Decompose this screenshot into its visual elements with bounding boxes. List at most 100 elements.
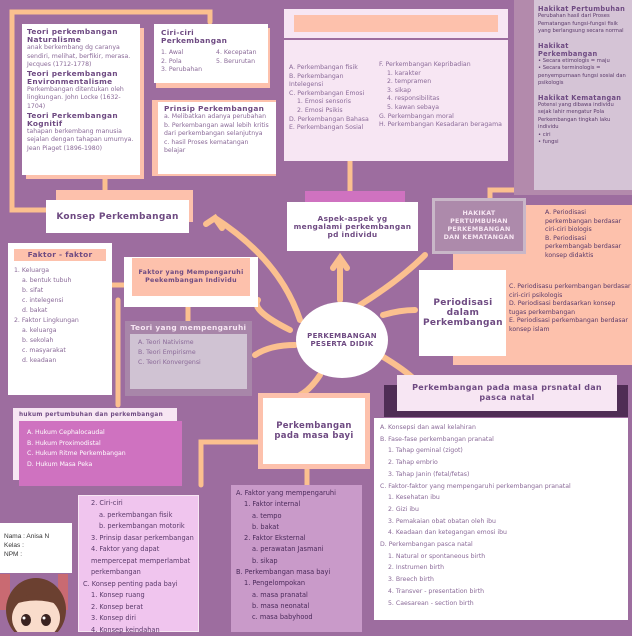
hakikat-section-title: Hakikat Kematangan (538, 94, 628, 102)
list-item: b. sekolah (14, 336, 106, 346)
list-item: 2. Emosi Psikis (289, 107, 379, 116)
list-item: 2. Pola (161, 58, 202, 67)
list-item: 2. Ciri-ciri (83, 498, 194, 510)
list-item: 1. Natural or spontaneous birth (380, 551, 622, 563)
list-item: 3. Breech birth (380, 574, 622, 586)
list-item: D. Hukum Masa Peka (27, 460, 174, 471)
list-item: B. Fase-fase perkembangan pranatal (380, 434, 622, 446)
list-item: a. Melibatkan adanya perubahan (164, 113, 270, 122)
prenatal-header: Perkembangan pada masa prsnatal dan pasc… (397, 375, 617, 411)
list-item: 2. Faktor Eksternal (236, 533, 357, 544)
girl-illustration (0, 574, 80, 632)
list-item: 1. Pengelompokan (236, 578, 357, 589)
list-item: 1. karakter (379, 70, 506, 79)
teori-mempengaruhi-box: Teori yang mempengaruhi A. Teori Nativis… (125, 321, 252, 396)
hakikat-text: Potensi yang dibawa individu sejak lahir… (538, 102, 628, 132)
hakikat-section-title: Hakikat Pertumbuhan (538, 5, 628, 13)
list-item: D. Periodisasi berdasarkan konsep tugas … (509, 300, 631, 317)
student-card: Nama : Anisa N Kelas : NPM : (0, 523, 72, 573)
student-npm: NPM : (4, 550, 68, 559)
list-item: a. perkembangan fisik (83, 510, 194, 522)
list-item: 1. Faktor internal (236, 499, 357, 510)
konsep-perkembangan-node: Konsep Perkembangan (46, 200, 189, 233)
konsep-title: Konsep Perkembangan (56, 213, 178, 221)
list-item: E. Periodisasi perkembangan berdasar kon… (509, 317, 631, 334)
list-item: 3. Prinsip dasar perkembangan (83, 533, 194, 545)
list-item: C. Teori Konvergensi (138, 358, 239, 368)
list-item: A. Faktor yang mempengaruhi (236, 488, 357, 499)
teori-title: Teori perkembangan Environmentalisme (27, 70, 135, 86)
arrow-to-periodisasi (383, 310, 415, 315)
list-item: A. Perkembangan fisik (289, 64, 379, 73)
teori-mempengaruhi-title: Teori yang mempengaruhi (130, 324, 247, 332)
list-item: C. Hukum Ritme Perkembangan (27, 449, 174, 460)
list-item: 2. Instrumen birth (380, 562, 622, 574)
periodisasi-node: Periodisasi dalam Perkembangan (419, 270, 506, 356)
teori-text: anak berkembang dg caranya sendiri, meli… (27, 44, 135, 70)
list-item: 2. Faktor Lingkungan (14, 316, 106, 326)
list-item: 3. Pemakaian obat obatan oleh ibu (380, 516, 622, 528)
hakikat-text: • Secara etimologis = maju (538, 58, 628, 66)
list-item: 3. Tahap Janin (fetal/fetas) (380, 469, 622, 481)
arrow-to-hakikat (360, 255, 425, 305)
list-item: 4. responsibilitas (379, 95, 506, 104)
list-item: 2. Gizi ibu (380, 504, 622, 516)
list-item: B. Hukum Proximodistal (27, 439, 174, 450)
teori-title: Teori perkembangan Naturalisme (27, 28, 135, 44)
list-item: A. Konsepsi dan awal kelahiran (380, 422, 622, 434)
list-item: 5. kawan sebaya (379, 104, 506, 113)
list-item: a. masa pranatal (236, 590, 357, 601)
list-item: 3. Konsep diri (83, 613, 194, 625)
list-item: c. masyarakat (14, 346, 106, 356)
list-item: 5. Berurutan (216, 58, 257, 67)
list-item: 4. Faktor yang dapat mempercepat memperl… (83, 544, 194, 579)
list-item: 4. Keadaan dan ketegangan emosi ibu (380, 527, 622, 539)
periodisasi-list-bottom: C. Periodisasu perkembangan berdasar cir… (509, 283, 631, 335)
bayi-node: Perkembangan pada masa bayi (258, 393, 370, 469)
list-item: b. Perkembangan awal lebih kritis dari p… (164, 122, 270, 139)
list-item: B. Teori Empirisme (138, 348, 239, 358)
hakikat-text: • Secara terminologis = penyempurnaan fu… (538, 65, 628, 88)
aspek-title: Aspek-aspek yg mengalami perkembangan pd… (293, 215, 412, 239)
periodisasi-title: Periodisasi dalam Perkembangan (423, 298, 503, 328)
list-item: b. perkembangan motorik (83, 521, 194, 533)
list-item: C. Faktor-faktor yang mempengaruhi perke… (380, 481, 622, 493)
list-item: E. Perkembangan Sosial (289, 124, 379, 133)
arrow-to-faktor (257, 300, 290, 330)
hakikat-section-title: Hakikat Perkembangan (538, 42, 628, 58)
list-item: B. Perkembangan masa bayi (236, 567, 357, 578)
hakikat-text: • ciri (538, 132, 628, 140)
prinsip-title: Prinsip Perkembangan (164, 105, 270, 113)
list-item: C. Perkembangan Emosi (289, 90, 379, 99)
list-item: c. masa babyhood (236, 612, 357, 623)
list-item: A. Hukum Cephalocaudal (27, 428, 174, 439)
list-item: b. sifat (14, 286, 106, 296)
list-item: 1. Kesehatan ibu (380, 492, 622, 504)
list-item: C. Konsep penting pada bayi (83, 579, 194, 591)
prenatal-title: Perkembangan pada masa prsnatal dan pasc… (403, 383, 611, 403)
student-class: Kelas : (4, 541, 68, 550)
prinsip-box: Prinsip Perkembangan a. Melibatkan adany… (158, 102, 276, 174)
list-item: a. perawatan Jasmani (236, 544, 357, 555)
list-item: G. Perkembangan moral (379, 113, 506, 122)
list-item: d. bakat (14, 306, 106, 316)
list-item: b. sikap (236, 556, 357, 567)
bayi-title: Perkembangan pada masa bayi (271, 421, 357, 441)
student-name: Nama : Anisa N (4, 532, 68, 541)
list-item: a. keluarga (14, 326, 106, 336)
